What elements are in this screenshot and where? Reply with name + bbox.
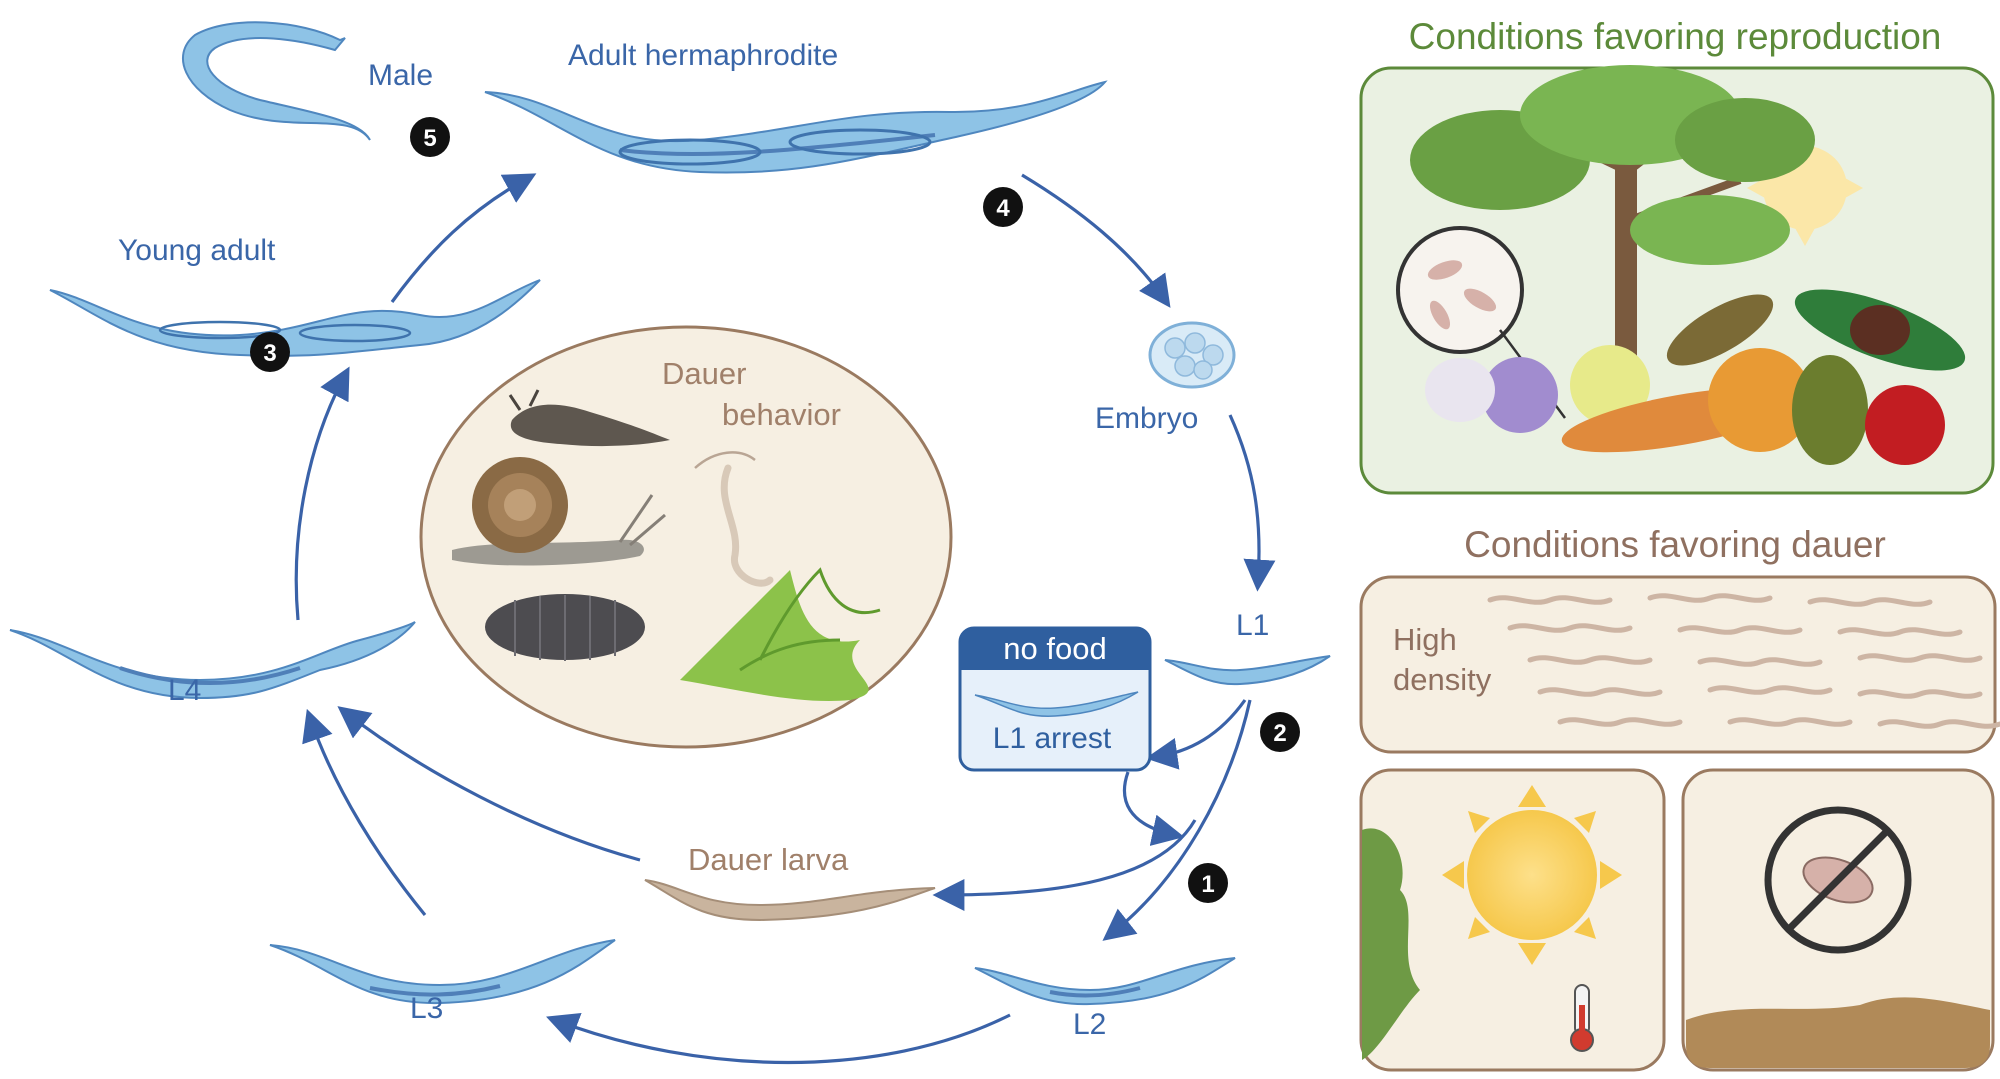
l1-worm <box>1164 655 1331 686</box>
step-badge-2: 2 <box>1260 712 1300 752</box>
rotting-fruit-icon <box>1425 289 1966 465</box>
dauer-behavior-panel: Dauer behavior <box>419 325 953 749</box>
arrow-dauer-to-l4 <box>337 706 641 862</box>
hot-sun-icon <box>1442 785 1622 965</box>
arrow-l4-to-young-adult <box>294 366 350 621</box>
arrow-l1-to-arrest <box>1145 699 1247 770</box>
label-male: Male <box>368 59 433 92</box>
pill-bug-icon <box>485 594 645 661</box>
slug-icon <box>508 389 670 447</box>
cycle-arrows <box>294 173 1276 1065</box>
young-adult-worm <box>49 279 541 357</box>
label-dauer-larva: Dauer larva <box>688 842 849 877</box>
l3-worm <box>269 939 616 1005</box>
dauer-behavior-line2: behavior <box>722 397 841 432</box>
l2-worm <box>974 957 1236 1006</box>
arrow-embryo-to-l1 <box>1228 414 1276 592</box>
l1-arrest-label: L1 arrest <box>993 722 1112 755</box>
reproduction-title: Conditions favoring reproduction <box>1409 16 1942 57</box>
arrow-arrest-to-l1 <box>1123 771 1185 846</box>
high-temperature-panel <box>1359 768 1666 1072</box>
leaf-litter-icon <box>1686 997 1990 1068</box>
arrow-l1-to-l2 <box>1102 699 1252 941</box>
reproduction-conditions-panel <box>1359 65 1995 495</box>
label-young-adult: Young adult <box>118 234 276 267</box>
dry-tree-icon <box>1362 828 1420 1060</box>
arrow-adult-to-embryo <box>1021 173 1171 308</box>
high-density-line2: density <box>1393 662 1492 697</box>
no-bacteria-icon <box>1764 806 1912 954</box>
step-badge-1: 1 <box>1188 863 1228 903</box>
step-badge-5: 5 <box>410 117 450 157</box>
step-number-4: 4 <box>996 195 1010 222</box>
crowded-worms-icon <box>1487 593 2000 729</box>
no-food-panel <box>1681 768 1995 1072</box>
high-density-line1: High <box>1393 622 1457 657</box>
step-number-3: 3 <box>263 340 276 367</box>
step-badge-4: 4 <box>983 187 1023 227</box>
label-l2: L2 <box>1073 1008 1106 1041</box>
embryo-cell <box>1148 321 1236 389</box>
label-l1: L1 <box>1236 609 1269 642</box>
moss-icon <box>680 567 881 701</box>
step-number-5: 5 <box>423 125 436 152</box>
arrow-young-adult-to-adult <box>390 173 537 303</box>
arrow-l2-to-l3 <box>546 1012 1011 1065</box>
dauer-larva-worm <box>644 879 936 922</box>
label-embryo: Embryo <box>1095 402 1198 435</box>
dauer-conditions-title: Conditions favoring dauer <box>1464 524 1886 565</box>
bacteria-magnifier-icon <box>1396 226 1567 419</box>
step-badge-3: 3 <box>250 332 290 372</box>
thermometer-icon <box>1570 984 1594 1052</box>
nictating-worm-icon <box>720 464 774 587</box>
label-l3: L3 <box>410 992 443 1025</box>
high-density-panel: High density <box>1359 575 2000 754</box>
step-number-1: 1 <box>1201 871 1214 898</box>
dauer-behavior-line1: Dauer <box>662 356 746 391</box>
nictation-arrow-icon <box>694 451 756 469</box>
step-number-2: 2 <box>1273 720 1286 747</box>
l1-arrest-box: no food L1 arrest <box>958 626 1152 772</box>
snail-icon <box>452 457 666 566</box>
no-food-label: no food <box>1003 631 1106 666</box>
label-l4: L4 <box>168 674 201 707</box>
label-adult-hermaphrodite: Adult hermaphrodite <box>568 39 838 72</box>
arrow-l3-to-l4 <box>302 708 427 917</box>
male-worm <box>182 21 371 141</box>
tree-icon <box>1410 65 1815 360</box>
adult-hermaphrodite-worm <box>484 80 1108 174</box>
l4-worm <box>9 621 416 700</box>
